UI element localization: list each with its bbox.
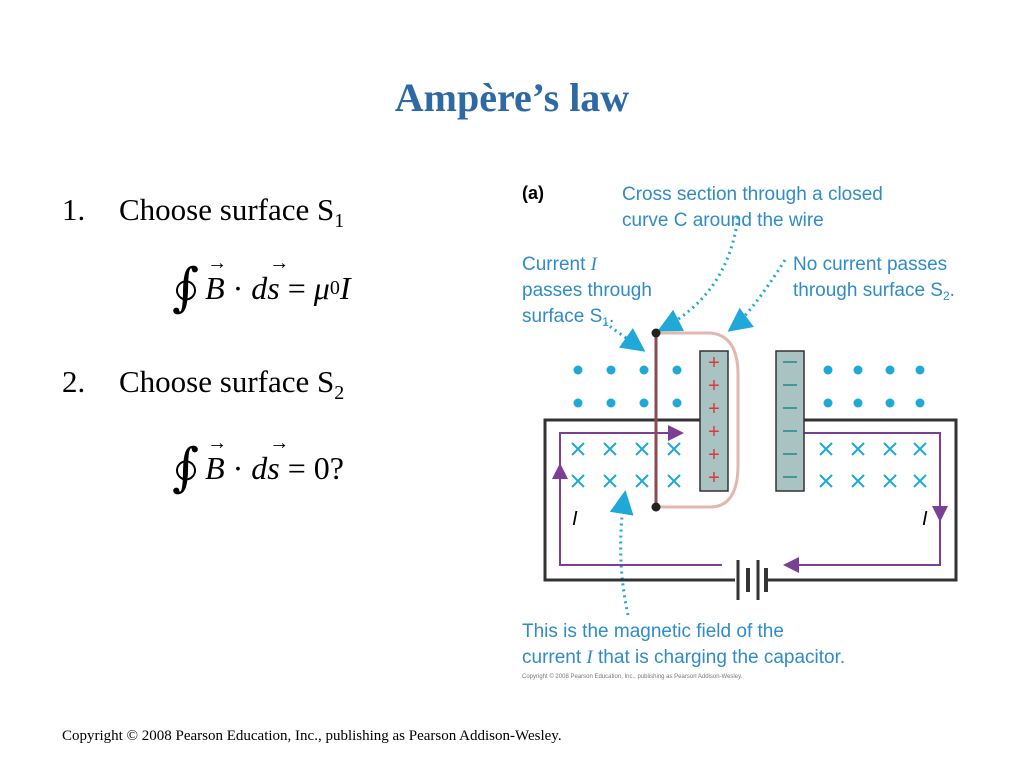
- svg-text:+: +: [708, 375, 720, 397]
- pointer-left: [604, 321, 646, 352]
- wire-right: [765, 418, 958, 582]
- annotation-left: Current I passes through surface S1.: [522, 254, 657, 329]
- line-element-2: ds: [251, 432, 290, 487]
- contour-integral-icon: ∫: [172, 438, 200, 498]
- field-crosses: [571, 442, 927, 488]
- plate-negative: [775, 350, 805, 492]
- annotation-bottom-l2b: that is charging the capacitor.: [593, 647, 845, 668]
- step-1-subscript: 1: [334, 210, 345, 233]
- step-2-text: Choose surface S: [119, 364, 335, 399]
- step-1-text: Choose surface S: [119, 192, 335, 227]
- slide-title: Ampère’s law: [394, 75, 630, 120]
- current-symbol: I: [339, 269, 351, 306]
- pointer-right: [727, 259, 787, 332]
- pointer-top: [657, 216, 740, 332]
- mu-symbol: μ: [313, 269, 330, 306]
- step-2-number: 2.: [62, 364, 86, 399]
- annotation-bottom-l1: This is the magnetic field of the: [522, 621, 784, 642]
- dot-operator-1: ·: [232, 269, 244, 306]
- annotation-bottom: This is the magnetic field of the curren…: [522, 621, 845, 668]
- field-vector-1: B: [205, 252, 227, 307]
- annotation-left-current: I: [590, 254, 599, 275]
- annotation-right-l2: through surface S: [793, 280, 943, 301]
- field-dots: [573, 365, 925, 408]
- curve-point-top: [651, 328, 661, 338]
- annotation-right: No current passes through surface S2.: [793, 254, 955, 303]
- current-label-left: I: [572, 508, 578, 530]
- line-element-1: ds: [251, 252, 290, 307]
- svg-text:+: +: [708, 352, 720, 374]
- curve-point-bottom: [651, 502, 661, 512]
- line-element-d-2: d: [251, 449, 268, 486]
- pointer-bottom: [609, 490, 634, 616]
- equation-2-rhs: 0?: [313, 449, 344, 486]
- annotation-bottom-current: I: [585, 647, 594, 668]
- annotation-right-sub: 2: [943, 289, 950, 303]
- contour-integral-icon: ∫: [172, 258, 200, 318]
- annotation-bottom-l2a: current: [522, 647, 586, 668]
- mu-subscript: 0: [329, 276, 340, 299]
- annotation-top-line-2: curve C around the wire: [622, 210, 824, 231]
- current-path-right: [795, 432, 941, 566]
- minus-charges: [783, 361, 797, 478]
- field-vector-2: B: [205, 432, 227, 487]
- svg-text:+: +: [708, 421, 720, 443]
- plus-charges: ++++++: [708, 352, 720, 489]
- annotation-top-line-1: Cross section through a closed: [622, 184, 883, 205]
- annotation-top: Cross section through a closed curve C a…: [622, 184, 888, 231]
- figure-fine-print: Copyright © 2008 Pearson Education, Inc.…: [522, 673, 743, 680]
- battery-icon: [736, 560, 768, 600]
- annotation-right-l1: No current passes: [793, 254, 947, 275]
- annotation-right-period: .: [950, 280, 955, 301]
- step-1-number: 1.: [62, 192, 86, 227]
- copyright-footer: Copyright © 2008 Pearson Education, Inc.…: [62, 728, 562, 744]
- plate-positive: [699, 350, 729, 492]
- current-path-left: [559, 432, 722, 566]
- line-element-d-1: d: [251, 269, 268, 306]
- current-label-right: I: [922, 508, 928, 530]
- step-2: 2. Choose surface S2: [62, 364, 344, 405]
- annotation-left-l3: surface S: [522, 306, 602, 327]
- surface-s2: [656, 331, 740, 509]
- annotation-left-l1: Current: [522, 254, 591, 275]
- dot-operator-2: ·: [232, 449, 244, 486]
- svg-text:+: +: [708, 444, 720, 466]
- capacitor-figure: (a) Cross section through a closed curve…: [522, 183, 958, 680]
- step-1: 1. Choose surface S1: [62, 192, 344, 233]
- panel-label: (a): [522, 183, 544, 203]
- svg-text:+: +: [708, 398, 720, 420]
- annotation-left-period: .: [609, 306, 614, 327]
- annotation-left-l2: passes through: [522, 280, 652, 301]
- line-element-s-2: s: [267, 432, 290, 487]
- equation-2: ∫ B · ds = 0?: [172, 432, 344, 498]
- step-2-subscript: 2: [334, 382, 345, 405]
- svg-text:+: +: [708, 467, 720, 489]
- wire-left: [543, 418, 735, 582]
- equals-1: =: [287, 269, 306, 306]
- line-element-s-1: s: [267, 252, 290, 307]
- equals-2: =: [287, 449, 306, 486]
- equation-1: ∫ B · ds = μ0 I: [172, 252, 351, 318]
